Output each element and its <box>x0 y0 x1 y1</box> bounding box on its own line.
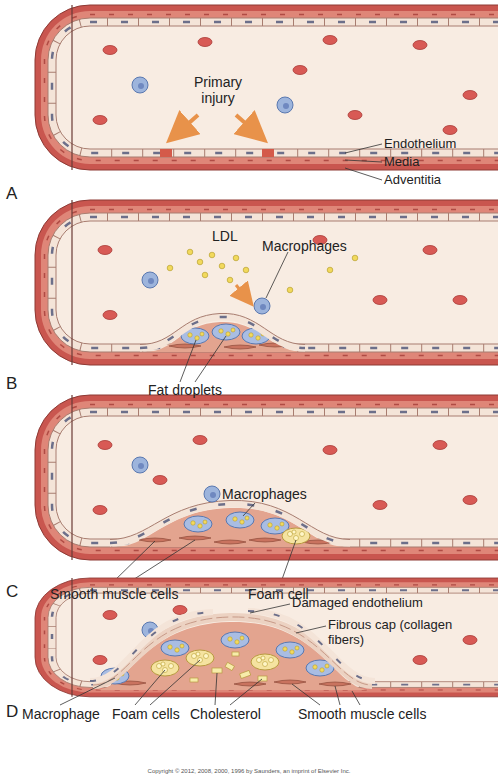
part-label: Cholesterol <box>190 706 261 722</box>
panel-letter: B <box>6 374 17 394</box>
panel-letter: A <box>6 184 17 204</box>
part-label: Fat droplets <box>130 382 240 398</box>
panel-letter: D <box>6 702 18 722</box>
part-label: Macrophage <box>22 706 100 722</box>
part-label: Endothelium <box>384 137 456 152</box>
part-label: LDL <box>212 228 238 244</box>
copyright-note: Copyright © 2012, 2008, 2000, 1996 by Sa… <box>0 768 498 775</box>
part-label: Primary injury <box>186 74 250 106</box>
part-label: Foam cells <box>112 706 180 722</box>
panel-letter: C <box>6 582 18 602</box>
part-label: Media <box>384 155 419 170</box>
part-label: Smooth muscle cells <box>50 586 178 602</box>
part-label: Damaged endothelium <box>292 596 423 611</box>
part-label: Adventitia <box>384 173 441 188</box>
part-label: Fibrous cap (collagen fibers) <box>328 618 478 648</box>
part-label: Macrophages <box>222 486 307 502</box>
part-label: Macrophages <box>262 238 347 254</box>
part-label: Smooth muscle cells <box>298 706 426 722</box>
